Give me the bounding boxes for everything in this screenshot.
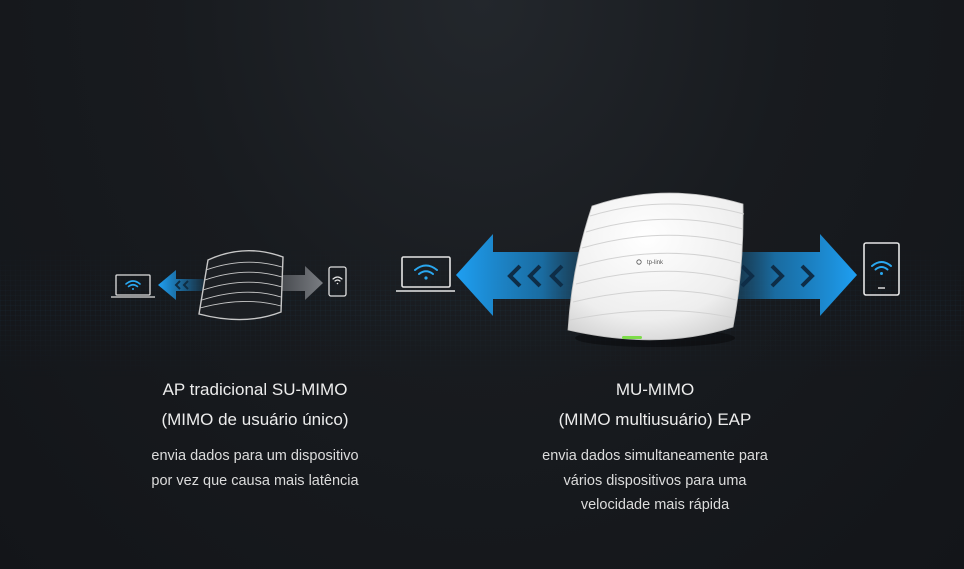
su-mimo-desc-line1: envia dados para um dispositivo — [151, 448, 359, 464]
brand-label: tp-link — [647, 260, 664, 266]
status-led — [622, 336, 642, 339]
tp-link-logo-icon — [636, 259, 642, 265]
mu-mimo-desc-line2: vários dispositivos para uma — [563, 472, 747, 489]
phone-icon — [328, 266, 347, 297]
arrow-icon — [270, 266, 323, 300]
wifi-icon — [332, 276, 343, 285]
wifi-icon — [871, 261, 892, 275]
mu-mimo-diagram: tp-link — [396, 192, 900, 347]
access-point-icon — [198, 249, 284, 321]
mu-mimo-title: MU-MIMO (MIMO multiusuário) EAP — [495, 375, 815, 435]
su-mimo-title: AP tradicional SU-MIMO (MIMO de usuário … — [95, 375, 415, 435]
su-mimo-caption: AP tradicional SU-MIMO (MIMO de usuário … — [95, 375, 415, 493]
mu-mimo-title-line2: (MIMO multiusuário) EAP — [558, 410, 752, 429]
laptop-icon — [111, 274, 155, 298]
su-mimo-title-line2: (MIMO de usuário único) — [161, 410, 349, 429]
su-mimo-desc-line2: por vez que causa mais latência — [151, 472, 359, 489]
access-point-icon: tp-link — [567, 192, 745, 347]
wifi-icon — [414, 264, 438, 280]
arrow-icon — [158, 270, 205, 300]
laptop-icon — [396, 256, 455, 292]
su-mimo-diagram — [111, 249, 347, 321]
arrow-icon — [456, 234, 600, 316]
wifi-icon — [125, 280, 141, 290]
mu-mimo-caption: MU-MIMO (MIMO multiusuário) EAP envia da… — [495, 375, 815, 518]
mu-mimo-desc-line3: velocidade mais rápida — [580, 497, 730, 513]
tablet-icon — [863, 242, 900, 296]
mu-mimo-description: envia dados simultaneamente para vários … — [495, 444, 815, 518]
arrow-icon — [720, 234, 857, 316]
su-mimo-description: envia dados para um dispositivo por vez … — [95, 444, 415, 493]
mu-mimo-desc-line1: envia dados simultaneamente para — [542, 448, 768, 464]
su-mimo-title-line1: AP tradicional SU-MIMO — [162, 380, 348, 399]
mu-mimo-title-line1: MU-MIMO — [615, 380, 695, 399]
